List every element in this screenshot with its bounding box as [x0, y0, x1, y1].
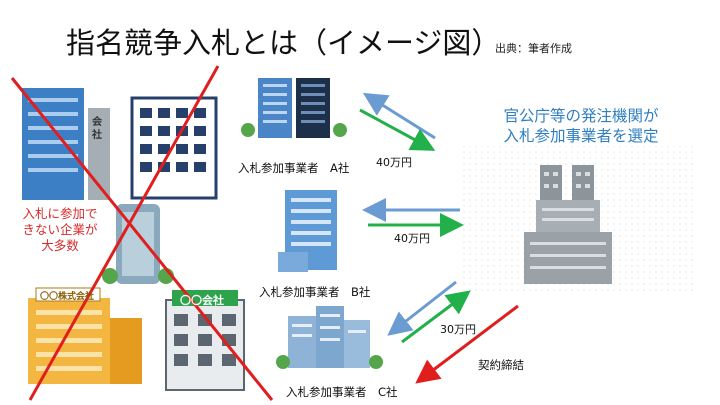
page-title: 指名競争入札とは（イメージ図）	[66, 26, 501, 60]
bidder-c-price: 30万円	[440, 323, 476, 336]
company-a-building-icon	[241, 78, 347, 138]
red-cross-out-mark	[10, 65, 274, 401]
agency-caption-line-2: 入札参加事業者を選定	[503, 127, 659, 145]
excluded-note-line-2: きない企業が	[22, 222, 98, 237]
company-b-building-icon	[278, 190, 337, 272]
bidder-a-price: 40万円	[376, 156, 412, 169]
arrow-agency-to-c	[387, 280, 457, 336]
arrow-a-to-agency	[359, 108, 436, 151]
bidder-b-label: 入札参加事業者 B社	[259, 285, 371, 299]
bidder-b-price: 40万円	[394, 232, 430, 245]
maru-kabushiki-sign: 〇〇株式会社	[40, 292, 95, 302]
agency-caption: 官公庁等の発注機関が 入札参加事業者を選定	[476, 106, 686, 146]
navy-office-building-icon	[130, 96, 218, 200]
source-note: 出典：筆者作成	[495, 42, 572, 55]
kaisha-sign: 会社	[92, 117, 102, 141]
government-agency-building-icon	[462, 146, 694, 294]
excluded-note: 入札に参加で きない企業が 大多数	[14, 206, 106, 254]
orange-company-building-icon	[28, 287, 142, 384]
agency-caption-line-1: 官公庁等の発注機関が	[503, 107, 659, 125]
bidder-a-label: 入札参加事業者 A社	[238, 161, 350, 175]
blue-office-building-icon	[22, 88, 110, 200]
bidder-c-label: 入札参加事業者 C社	[286, 385, 398, 399]
contract-arrow	[415, 304, 519, 384]
excluded-note-line-1: 入札に参加で	[22, 206, 98, 221]
arrow-c-to-agency	[401, 290, 471, 344]
contract-label: 契約締結	[478, 358, 524, 372]
excluded-note-line-3: 大多数	[41, 238, 79, 253]
company-c-building-icon	[276, 306, 383, 369]
maru-kaisha-sign: 〇〇会社	[180, 294, 224, 307]
glass-tower-icon	[102, 204, 174, 284]
excluded-companies-group	[22, 88, 245, 391]
